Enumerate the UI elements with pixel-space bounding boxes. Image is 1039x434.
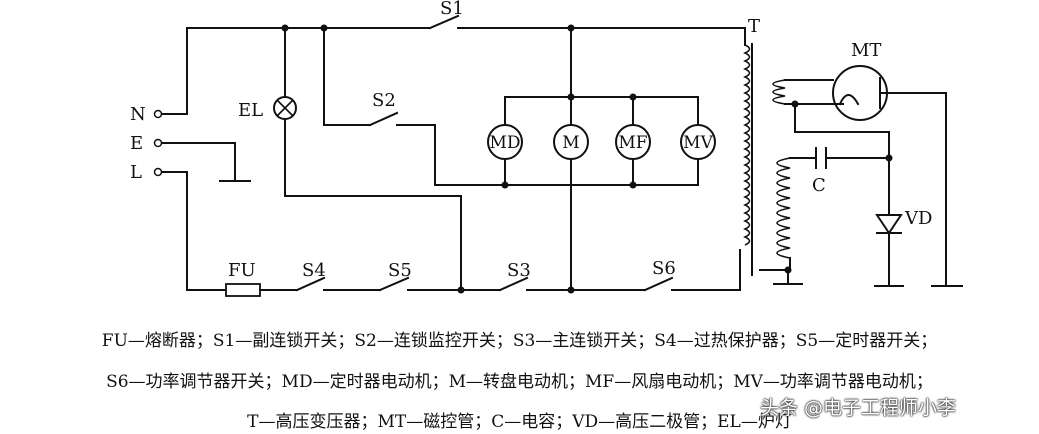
switch-s2: S2: [368, 90, 399, 127]
junction-dots: [281, 24, 893, 294]
label-l: L: [130, 162, 142, 183]
legend-line-2: S6—功率调节器开关；MD—定时器电动机；M—转盘电动机；MF—风扇电动机；MV…: [106, 372, 933, 392]
legend-line-3: T—高压变压器；MT—磁控管；C—电容；VD—高压二极管；EL—炉灯: [247, 412, 792, 432]
label-t: T: [748, 16, 760, 37]
motor-mv: MV: [680, 96, 716, 186]
fuse-fu: FU: [225, 260, 261, 297]
wire-anode: [879, 92, 947, 286]
label-mf: MF: [618, 133, 647, 153]
label-e: E: [130, 133, 143, 154]
lamp-el: EL: [238, 27, 297, 121]
wire-lamp-return: [284, 118, 462, 291]
terminal-l: [153, 167, 163, 177]
label-s1: S1: [440, 0, 464, 19]
label-c: C: [812, 175, 826, 196]
wire-l-line: [161, 171, 227, 291]
switch-s6: S6: [643, 258, 676, 292]
wire-bottom-right: [671, 249, 741, 291]
label-s5: S5: [388, 260, 412, 281]
terminal-e: [153, 138, 163, 148]
label-s3: S3: [507, 260, 531, 281]
label-vd: VD: [904, 208, 932, 229]
label-fu: FU: [228, 260, 256, 281]
motor-m: M: [553, 124, 589, 160]
magnetron-mt: MT: [832, 40, 888, 121]
legend-line-1: FU—熔断器；S1—副连锁开关；S2—连锁监控开关；S3—主连锁开关；S4—过热…: [101, 331, 938, 351]
switch-s5: S5: [378, 260, 412, 292]
transformer-t: T: [743, 16, 791, 276]
microwave-circuit-diagram: N E L S1 FU S4 S5 S3 S6: [130, 0, 963, 297]
label-md: MD: [489, 133, 520, 153]
wire-e-ground: [161, 142, 236, 181]
watermark: 头条 @电子工程师小李: [760, 397, 957, 419]
motor-md: MD: [487, 96, 523, 186]
label-s2: S2: [372, 90, 396, 111]
terminals: N E L: [130, 104, 163, 183]
switch-s1: S1: [428, 0, 746, 30]
diode-vd: VD: [874, 208, 932, 287]
switch-s3: S3: [498, 260, 531, 292]
label-el: EL: [238, 100, 263, 121]
terminal-n: [153, 109, 163, 119]
wire-s2-branch: [323, 27, 371, 126]
label-mv: MV: [683, 133, 713, 153]
label-m: M: [562, 133, 579, 153]
capacitor-c: C: [789, 147, 890, 196]
label-s4: S4: [302, 260, 326, 281]
label-n: N: [130, 104, 146, 125]
motor-mf: MF: [615, 96, 651, 186]
switch-s4: S4: [295, 260, 326, 292]
label-mt: MT: [851, 40, 881, 61]
wire-s2-out: [396, 124, 506, 186]
label-s6: S6: [652, 258, 676, 279]
wire-n-line: [161, 27, 431, 115]
wire-cathode-down: [794, 103, 890, 215]
